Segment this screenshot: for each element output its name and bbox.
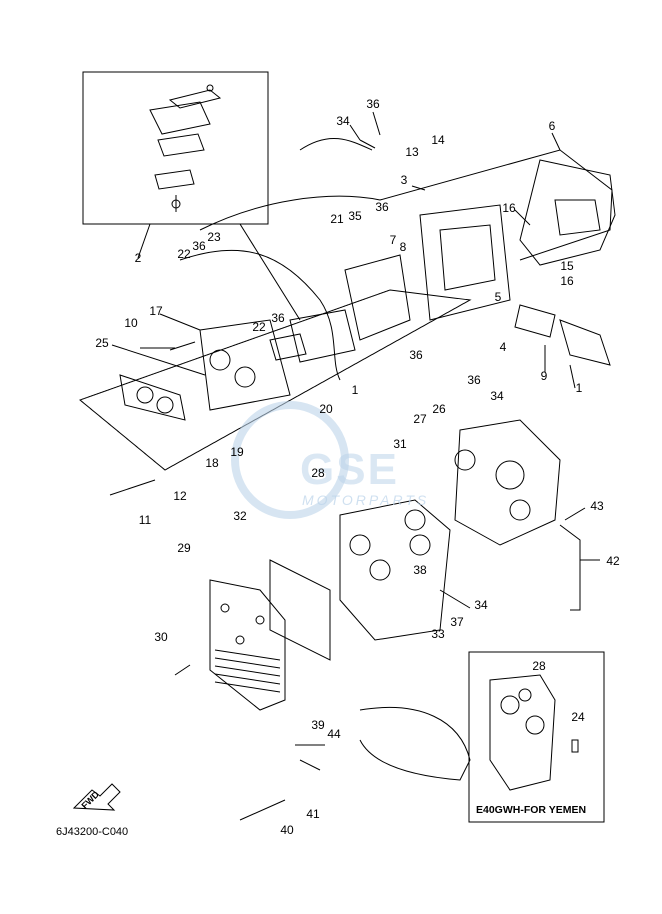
callout-36e: 36 [409, 348, 423, 362]
callout-3: 3 [400, 173, 408, 187]
callout-16a: 16 [502, 201, 516, 215]
callout-19: 19 [230, 445, 244, 459]
cover-plate [519, 159, 616, 266]
reed-valve-small-right [559, 319, 611, 366]
callout-1b: 1 [575, 381, 583, 395]
reed-plate-20 [289, 309, 356, 363]
callout-22a: 22 [177, 247, 191, 261]
engine-block [454, 419, 561, 546]
callout-4: 4 [499, 340, 507, 354]
detail-inset-box [82, 71, 269, 225]
callout-34a: 34 [336, 114, 350, 128]
inset-caption: E40GWH-FOR YEMEN [476, 804, 587, 816]
callout-22b: 22 [252, 320, 266, 334]
callout-30: 30 [154, 630, 168, 644]
lower-housing-outline [359, 706, 471, 781]
plate-32 [269, 559, 331, 661]
callout-32: 32 [233, 509, 247, 523]
callout-17: 17 [149, 304, 163, 318]
watermark-brand: GSE [300, 445, 399, 494]
callout-21: 21 [330, 212, 344, 226]
callout-36d: 36 [271, 311, 285, 325]
callout-44: 44 [327, 727, 341, 741]
callout-9: 9 [540, 369, 548, 383]
callout-38: 38 [413, 563, 427, 577]
callout-43: 43 [590, 499, 604, 513]
callout-16b: 16 [560, 274, 574, 288]
watermark-subtitle: MOTORPARTS [302, 492, 430, 508]
callout-7: 7 [389, 233, 397, 247]
callout-2: 2 [134, 251, 142, 265]
fwd-arrow-icon [72, 783, 121, 811]
callout-10: 10 [124, 316, 138, 330]
bolts [109, 139, 376, 821]
callout-5: 5 [494, 290, 502, 304]
callout-29: 29 [177, 541, 191, 555]
callout-8: 8 [399, 240, 407, 254]
callout-39: 39 [311, 718, 325, 732]
rod-42 [559, 524, 581, 611]
diagram-code: 6J43200-C040 [56, 826, 129, 838]
callout-36a: 36 [366, 97, 380, 111]
callout-11: 11 [138, 513, 152, 527]
callout-23: 23 [207, 230, 221, 244]
callout-27: 27 [413, 412, 427, 426]
callout-14: 14 [431, 133, 445, 147]
callout-33: 33 [431, 627, 445, 641]
callout-15: 15 [560, 259, 574, 273]
intake-manifold [199, 319, 291, 411]
reed-valve-detail-drawing [149, 84, 222, 212]
yemen-inset-box [468, 651, 605, 823]
callout-36f: 36 [467, 373, 481, 387]
gasket-21 [344, 254, 411, 341]
callout-13: 13 [405, 145, 419, 159]
callout-1a: 1 [351, 383, 359, 397]
callout-34c: 34 [474, 598, 488, 612]
yemen-gasket-drawing [489, 674, 579, 791]
reed-valve-assembly-right [419, 204, 511, 321]
silencer-gasket [339, 499, 451, 641]
callout-20: 20 [319, 402, 333, 416]
callout-37: 37 [450, 615, 464, 629]
callout-42: 42 [606, 554, 620, 568]
callout-26: 26 [432, 402, 446, 416]
watermark-globe [231, 401, 349, 519]
callout-18: 18 [205, 456, 219, 470]
callout-36c: 36 [192, 239, 206, 253]
callout-31: 31 [393, 437, 407, 451]
callout-34b: 34 [490, 389, 504, 403]
leader-lines [111, 111, 600, 746]
callout-28a: 28 [311, 466, 325, 480]
callout-25: 25 [95, 336, 109, 350]
callout-35: 35 [348, 209, 362, 223]
callout-24: 24 [571, 710, 585, 724]
callout-40: 40 [280, 823, 294, 837]
callout-12: 12 [173, 489, 187, 503]
callout-36b: 36 [375, 200, 389, 214]
callout-41: 41 [306, 807, 320, 821]
callout-6: 6 [548, 119, 556, 133]
engine-side-outline [199, 149, 613, 261]
gasket-25 [119, 374, 186, 421]
callout-28b: 28 [532, 659, 546, 673]
silencer-cover [209, 579, 286, 711]
